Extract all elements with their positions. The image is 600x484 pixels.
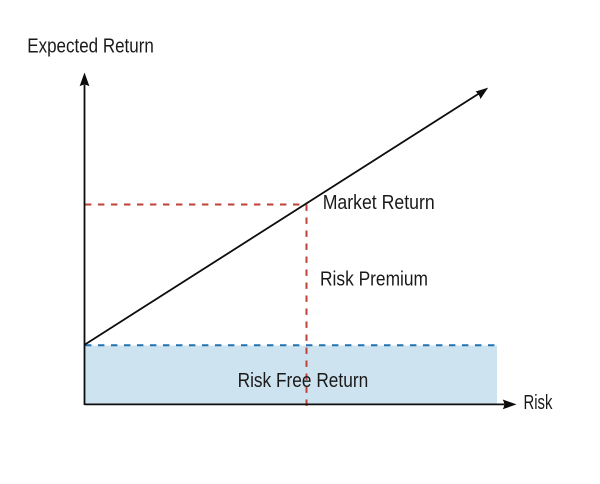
svg-text:Risk: Risk [524,391,553,414]
svg-text:Risk Free Return: Risk Free Return [238,369,369,392]
svg-text:Risk Premium: Risk Premium [320,267,428,290]
svg-text:Expected Return: Expected Return [27,34,154,57]
svg-text:Market Return: Market Return [323,191,435,214]
